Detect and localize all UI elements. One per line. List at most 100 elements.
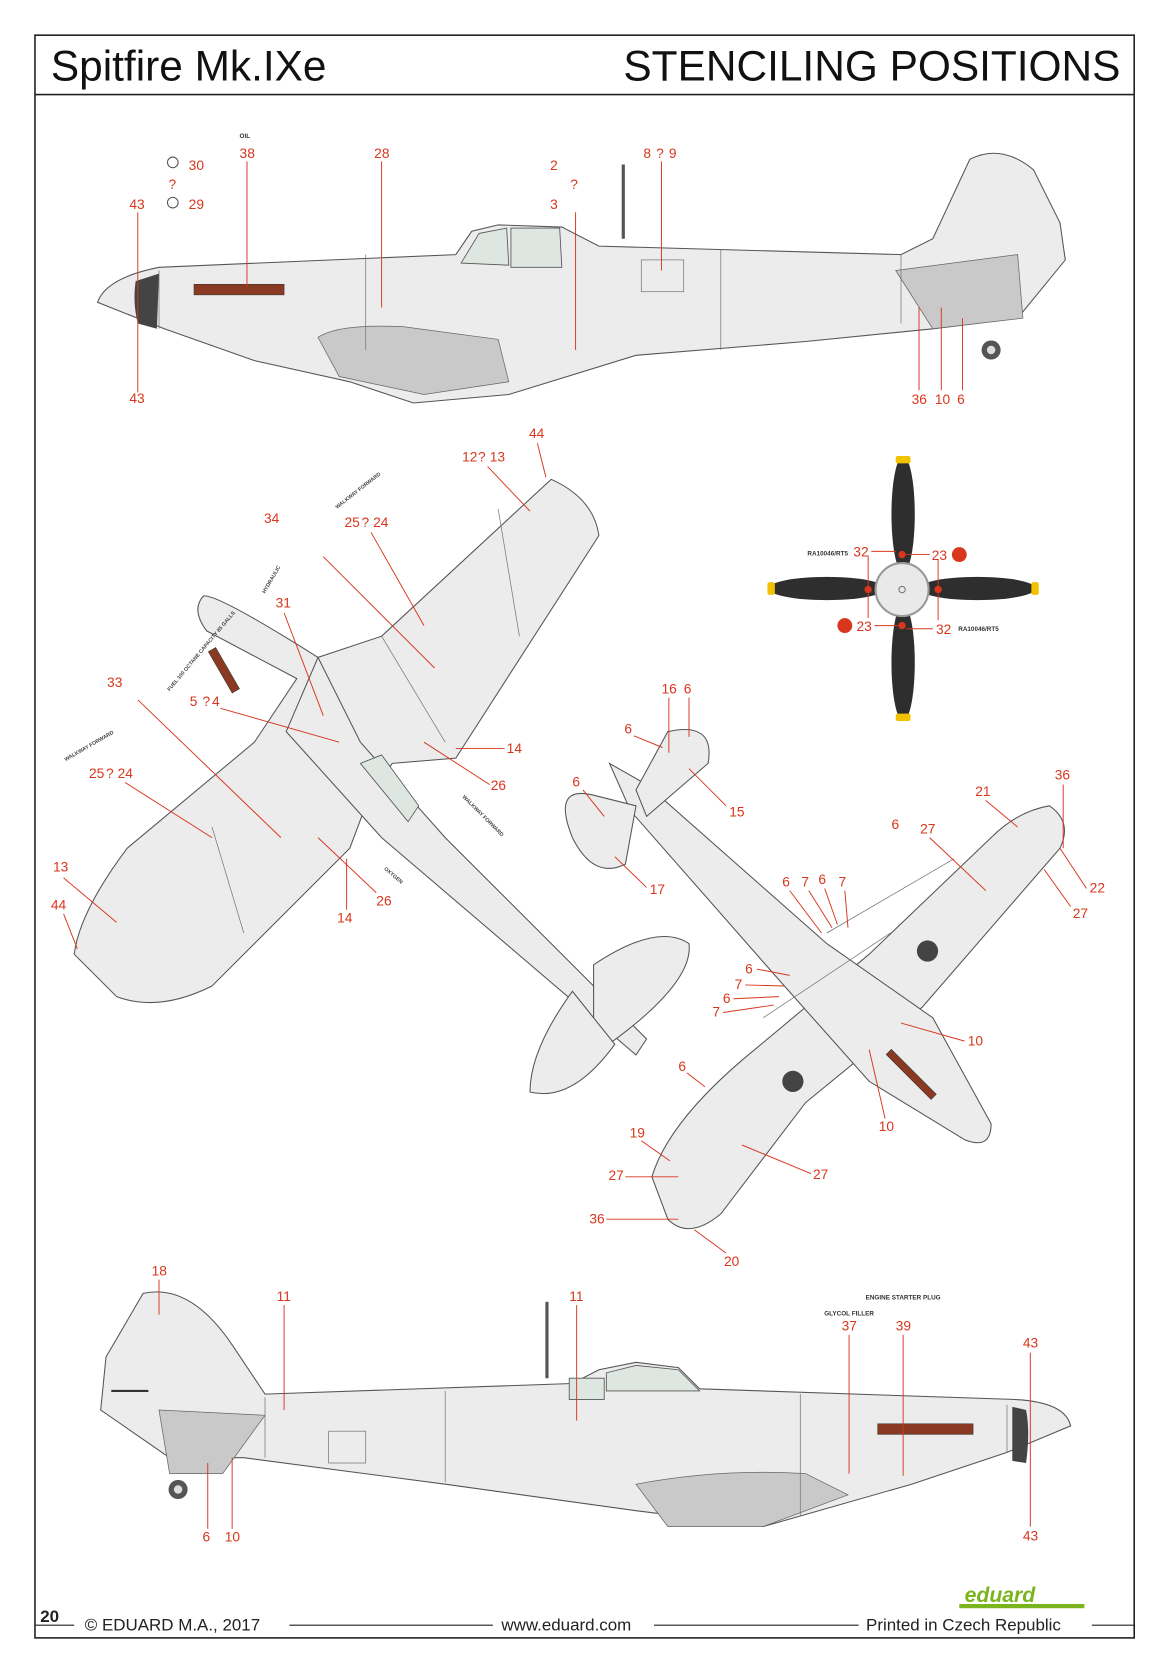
side-view-left — [96, 152, 1066, 404]
aircraft-detail — [166, 156, 179, 169]
aircraft-detail — [1012, 1406, 1029, 1463]
callout-number: 14 — [507, 741, 523, 756]
callouts-side-top: 30 ? 29 43 43 OIL 38 28 2 ? 3 8 ? 9 36 1… — [129, 133, 965, 407]
eduard-logo: eduard — [965, 1584, 1037, 1607]
callout-number: 25 — [89, 766, 105, 781]
callout-number: 43 — [1023, 1528, 1039, 1543]
callout-number: 29 — [189, 197, 204, 212]
callout-number: 36 — [912, 392, 928, 407]
callout-number: 11 — [277, 1289, 291, 1304]
callout-number: 39 — [896, 1319, 911, 1334]
leader-line — [536, 443, 547, 478]
callout-number: 44 — [51, 898, 67, 913]
propeller-blade — [768, 576, 886, 601]
callout-number: 36 — [589, 1211, 605, 1226]
leader-line — [124, 782, 213, 839]
leader-line — [867, 593, 899, 627]
callout-number: 30 — [189, 158, 205, 173]
leader-line — [63, 877, 117, 923]
callout-number: 16 — [661, 681, 677, 696]
callout-number: OXYGEN — [382, 866, 403, 885]
aircraft-detail — [877, 1423, 974, 1435]
callout-number: 4 — [212, 694, 220, 709]
callout-number: 23 — [932, 548, 948, 563]
callout-number: 26 — [376, 893, 392, 908]
callout-number: 26 — [491, 778, 507, 793]
callouts-side-bottom: 18 11 11 GLYCOL FILLER 37 ENGINE STARTER… — [152, 1263, 1039, 1544]
callout-number: 3 — [550, 197, 558, 212]
callout-number: 12 — [462, 449, 477, 464]
aircraft-detail — [529, 990, 616, 1095]
aircraft-detail — [837, 618, 853, 634]
callout-number: WALKWAY FORWARD — [335, 471, 383, 510]
leader-line — [789, 888, 849, 934]
leader-line — [868, 1049, 886, 1119]
aircraft-detail — [934, 585, 942, 594]
aircraft-detail — [193, 284, 285, 296]
aircraft-detail — [898, 621, 906, 630]
callout-number: 32 — [936, 622, 951, 637]
callout-number: WALKWAY FORWARD — [461, 794, 505, 838]
aircraft-detail — [173, 1485, 183, 1494]
callout-number: 6 — [818, 872, 826, 887]
leader-line — [423, 741, 490, 786]
callout-number: 10 — [225, 1529, 241, 1544]
callout-number: ? — [478, 449, 486, 464]
callout-number: HYDRAULIC — [262, 565, 283, 595]
leader-line — [900, 1022, 965, 1042]
callout-number: 18 — [152, 1263, 168, 1278]
leader-line — [1059, 847, 1087, 889]
aircraft-detail — [635, 1471, 849, 1527]
aircraft-detail — [762, 858, 955, 1019]
callout-number: 2 — [550, 158, 558, 173]
callout-number: 6 — [745, 961, 753, 976]
callout-number: 43 — [129, 391, 145, 406]
callout-number: 9 — [669, 146, 677, 161]
aircraft-detail — [211, 508, 520, 934]
callout-number: 23 — [856, 619, 872, 634]
aircraft-detail — [608, 762, 992, 1144]
callout-number: ? — [202, 694, 210, 709]
callout-number: WALKWAY FORWARD — [64, 730, 115, 763]
leader-line — [694, 1229, 727, 1254]
website-link[interactable]: www.eduard.com — [500, 1615, 631, 1634]
callout-number: 6 — [723, 991, 731, 1006]
callout-number: 37 — [842, 1319, 857, 1334]
callout-number: 24 — [373, 515, 389, 530]
leader-line — [322, 556, 435, 669]
aircraft-detail — [864, 585, 872, 594]
callout-number: RA10046/RT5 — [958, 626, 999, 633]
callout-number: RA10046/RT5 — [807, 551, 848, 558]
aircraft-detail — [635, 728, 710, 818]
callout-number: 27 — [813, 1167, 828, 1182]
printed-in: Printed in Czech Republic — [866, 1615, 1061, 1634]
callout-number: 14 — [337, 910, 353, 925]
leader-line — [582, 789, 605, 817]
leader-line — [137, 699, 282, 838]
callout-number: 15 — [729, 804, 745, 819]
callout-number: 10 — [879, 1119, 895, 1134]
callout-number: 7 — [735, 977, 743, 992]
callout-number: 17 — [650, 882, 665, 897]
underside-view — [564, 728, 1066, 1230]
aircraft-detail — [986, 345, 996, 355]
callout-number: 13 — [490, 449, 506, 464]
aircraft-detail — [640, 259, 685, 293]
leader-line — [641, 1140, 671, 1162]
callout-number: 28 — [374, 146, 390, 161]
aircraft-detail — [593, 936, 690, 1056]
callout-number: GLYCOL FILLER — [824, 1311, 874, 1318]
propeller-view: RA10046/RT5 32 23 23 32 RA10046/RT5 — [767, 456, 1039, 721]
callout-number: 13 — [53, 860, 69, 875]
leader-line — [370, 532, 425, 626]
aircraft-detail — [264, 1390, 1008, 1517]
callout-number: 5 — [190, 694, 198, 709]
leader-line — [633, 735, 663, 748]
aircraft-detail — [158, 1409, 266, 1474]
page-frame — [34, 34, 1135, 1639]
leader-line — [985, 800, 1018, 828]
leader-line — [487, 466, 531, 512]
callout-number: 7 — [838, 874, 846, 889]
leader-line — [220, 707, 340, 743]
callout-number: 27 — [608, 1168, 623, 1183]
